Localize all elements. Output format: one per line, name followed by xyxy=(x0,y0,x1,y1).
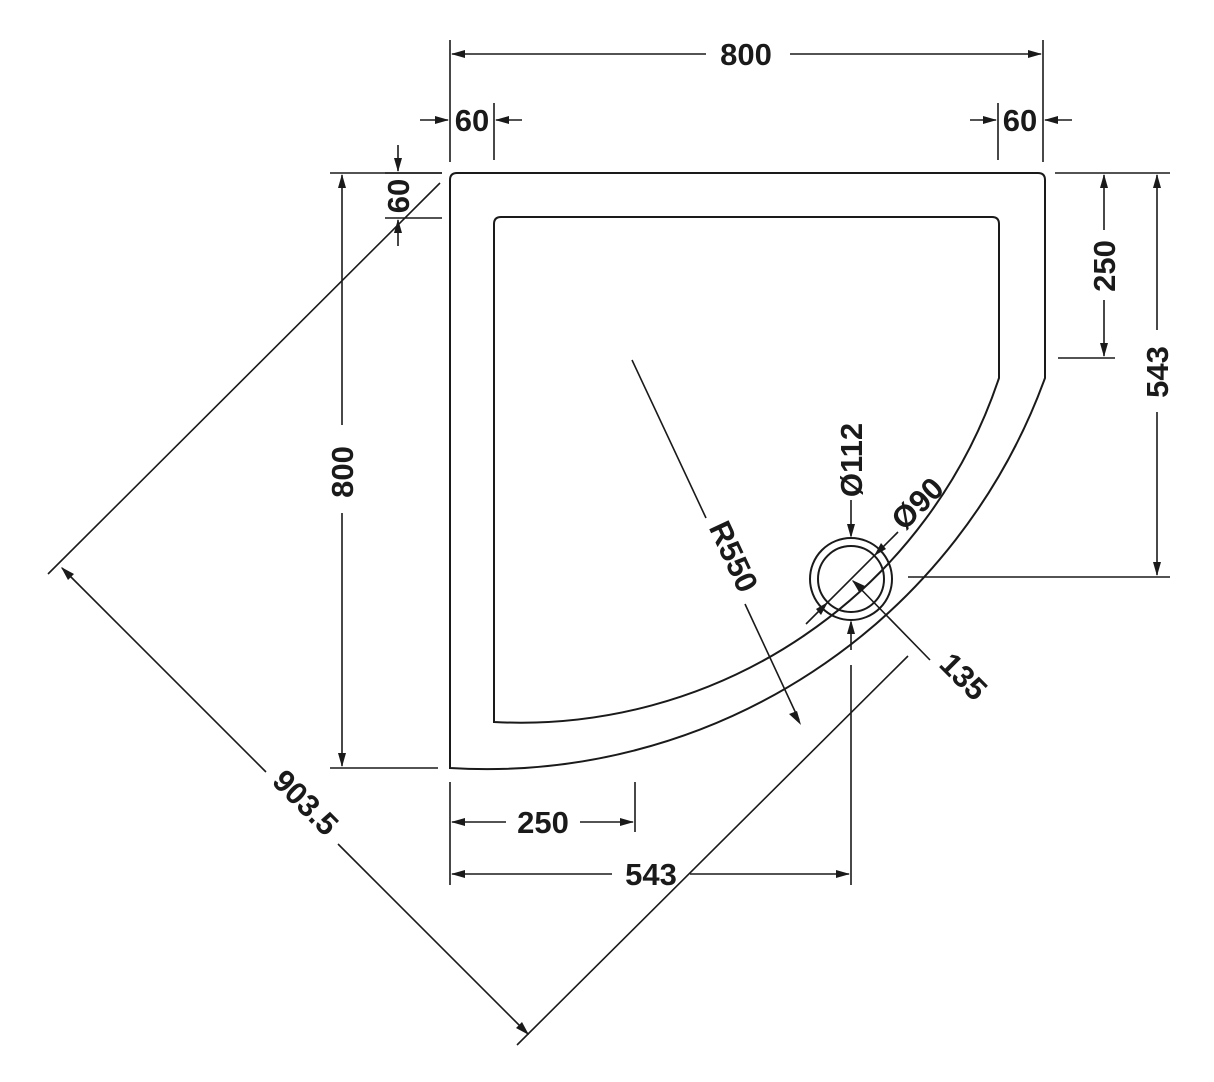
dimension-overall-width: 800 xyxy=(449,37,1044,162)
dimension-right-rim: 60 xyxy=(970,103,1072,160)
dimension-waste-outer: Ø112 xyxy=(834,423,869,650)
overall-width-label: 800 xyxy=(720,37,772,72)
waste-inner-label: Ø90 xyxy=(884,470,950,536)
right-straight-label: 250 xyxy=(1087,240,1122,292)
diagonal-label: 903.5 xyxy=(266,763,346,843)
dimension-waste-offset: 135 xyxy=(852,580,994,707)
top-rim-label: 60 xyxy=(381,179,416,213)
waste-outer-label: Ø112 xyxy=(834,423,869,497)
right-waste-position-label: 543 xyxy=(1140,346,1175,398)
tray-outer-outline xyxy=(449,172,1046,771)
tray-inner-basin xyxy=(493,216,1000,724)
dimension-top-rim: 60 xyxy=(381,145,442,246)
dimension-radius: R550 xyxy=(631,359,801,725)
left-rim-label: 60 xyxy=(455,103,489,138)
radius-label: R550 xyxy=(702,516,765,598)
dimension-overall-depth: 800 xyxy=(325,172,442,769)
dimension-bottom-waste-position: 543 xyxy=(449,665,852,892)
waste-offset-label: 135 xyxy=(933,646,994,707)
overall-depth-label: 800 xyxy=(325,446,360,498)
waste-inner-circle xyxy=(817,545,885,613)
dimension-right-straight: 250 xyxy=(1055,172,1122,359)
dimension-left-rim: 60 xyxy=(420,103,522,160)
dimension-right-waste-position: 543 xyxy=(908,172,1175,578)
right-rim-label: 60 xyxy=(1003,103,1037,138)
dimension-bottom-straight: 250 xyxy=(449,782,636,840)
dimension-diagonal: 903.5 xyxy=(47,182,909,1046)
bottom-straight-label: 250 xyxy=(517,805,569,840)
bottom-waste-position-label: 543 xyxy=(625,857,677,892)
